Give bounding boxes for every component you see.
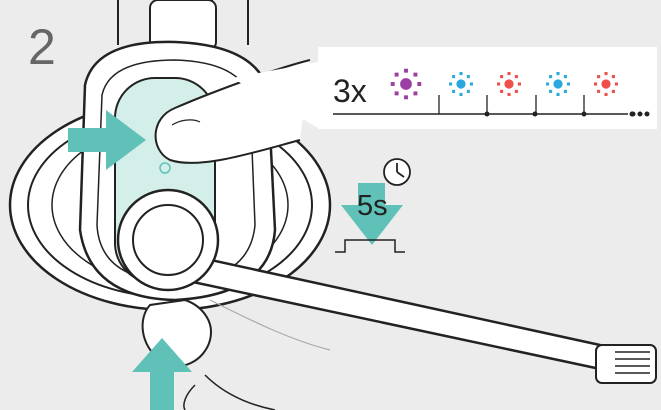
clock-icon <box>383 158 411 186</box>
hold-duration-label: 5s <box>357 190 388 222</box>
step-number: 2 <box>28 19 56 75</box>
hold-duration-pictogram <box>335 158 411 253</box>
led-sequence-timeline <box>333 68 650 117</box>
led-flash-icon <box>546 72 570 96</box>
press-arrow-up <box>132 338 192 410</box>
button-base-icon <box>335 239 405 253</box>
led-sequence-panel: 3x <box>318 47 657 129</box>
microphone-knob <box>116 188 220 292</box>
led-flash-group <box>390 68 635 117</box>
press-arrow-right <box>68 110 146 170</box>
headband <box>117 0 249 51</box>
down-arrow-icon <box>341 183 403 245</box>
led-flash-icon <box>449 72 473 96</box>
callout-pointer <box>232 62 318 128</box>
led-flash-purple-icon <box>390 68 422 100</box>
continuation-dots <box>630 111 650 117</box>
led-flash-icon <box>497 72 521 96</box>
timeline-dot <box>532 111 538 117</box>
repeat-count-label: 3x <box>333 73 367 109</box>
led-indicator <box>159 162 171 174</box>
led-flash-icon <box>594 72 618 96</box>
